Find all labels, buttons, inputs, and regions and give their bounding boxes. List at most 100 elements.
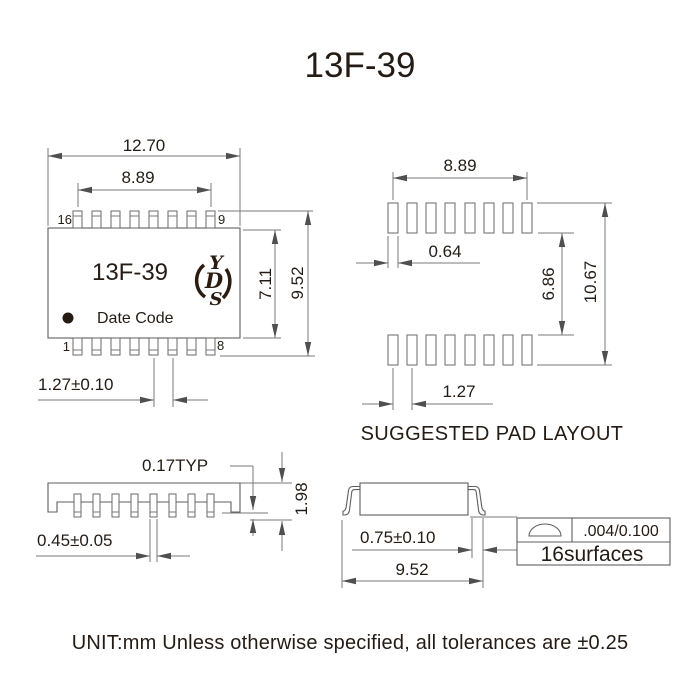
gull-wing-lead-left: [342, 485, 361, 516]
dim-body-height: 7.11: [243, 229, 281, 339]
front-body-outline: [47, 482, 241, 513]
top-pin-row: [72, 210, 216, 229]
gull-wing-lead-right: [467, 485, 486, 516]
pad: [387, 202, 399, 234]
pad: [502, 202, 514, 234]
leg: [111, 493, 120, 518]
pad: [444, 202, 456, 234]
svg-text:12.70: 12.70: [123, 136, 166, 155]
svg-text:S: S: [210, 289, 223, 310]
svg-text:9.52: 9.52: [288, 266, 307, 299]
pin: [167, 210, 178, 229]
pad: [521, 334, 533, 366]
pin: [72, 210, 83, 229]
svg-text:Y: Y: [209, 252, 225, 274]
pad: [502, 334, 514, 366]
svg-text:0.45±0.05: 0.45±0.05: [37, 531, 113, 550]
svg-text:8.89: 8.89: [121, 168, 154, 187]
pad: [444, 334, 456, 366]
leg: [149, 493, 158, 518]
pin: [129, 337, 140, 356]
package-body: [47, 227, 241, 339]
pin: [72, 337, 83, 356]
bottom-pin-row: [72, 337, 216, 356]
part-number-marking: 13F-39: [92, 259, 168, 286]
pin-label-16: 16: [58, 212, 72, 227]
side-body: [359, 482, 469, 516]
dim-lead-width: 0.45±0.05: [36, 519, 190, 562]
dim-pad-overall-height: 10.67: [537, 202, 612, 366]
dim-pad-inner-gap: 6.86: [538, 232, 574, 336]
pin: [186, 337, 197, 356]
date-code-label: Date Code: [97, 310, 174, 327]
pin: [110, 210, 121, 229]
top-pad-row: [387, 202, 533, 234]
surface-profile-icon: [528, 523, 562, 537]
pin-label-1: 1: [63, 339, 70, 354]
footer-note: UNIT:mm Unless otherwise specified, all …: [72, 632, 629, 654]
svg-text:6.86: 6.86: [539, 267, 558, 300]
svg-text:1.27: 1.27: [442, 382, 475, 401]
pad: [483, 202, 495, 234]
pin-label-9: 9: [218, 212, 225, 227]
yds-logo-icon: Y D S: [194, 252, 232, 310]
flatness-surfaces-value: 16surfaces: [541, 543, 644, 566]
leg: [187, 493, 196, 518]
leg: [73, 493, 82, 518]
svg-text:0.64: 0.64: [428, 242, 461, 261]
front-leg-row: [73, 493, 215, 518]
flatness-callout: .004/0.100 16surfaces: [516, 517, 671, 566]
pin: [110, 337, 121, 356]
pad: [464, 202, 476, 234]
top-view: 16 9 1 8 13F-39 Date Code Y D S 12.70 8.…: [38, 136, 315, 407]
dim-side-lead-span: 9.52: [342, 560, 483, 585]
flatness-tolerance-value: .004/0.100: [583, 523, 659, 540]
pad: [521, 202, 533, 234]
pad: [387, 334, 399, 366]
dim-lead-thickness: 0.17TYP: [142, 456, 268, 536]
pad-layout-view: 8.89 0.64 6.86 10.67 1.27 SUGGESTED: [356, 156, 623, 445]
svg-text:1.98: 1.98: [292, 482, 311, 515]
bottom-pad-row: [387, 334, 533, 366]
svg-text:9.52: 9.52: [395, 560, 428, 579]
pin-label-8: 8: [217, 338, 224, 353]
svg-text:7.11: 7.11: [256, 268, 275, 300]
drawing-title: 13F-39: [305, 46, 416, 85]
dim-foot-length: 0.75±0.10: [341, 518, 517, 588]
pad-layout-caption: SUGGESTED PAD LAYOUT: [361, 423, 624, 445]
pin: [186, 210, 197, 229]
leg: [168, 493, 177, 518]
pin: [148, 337, 159, 356]
pin: [91, 210, 102, 229]
dim-overall-height: 9.52: [218, 210, 315, 357]
pad: [406, 202, 418, 234]
svg-text:0.17TYP: 0.17TYP: [142, 456, 208, 475]
pad: [406, 334, 418, 366]
leg: [206, 493, 215, 518]
pad: [483, 334, 495, 366]
pin: [205, 337, 216, 356]
pad: [425, 202, 437, 234]
pad: [425, 334, 437, 366]
pin1-dot: [62, 312, 74, 324]
pin: [129, 210, 140, 229]
svg-text:0.75±0.10: 0.75±0.10: [360, 528, 436, 547]
front-view: 0.17TYP 1.98 0.45±0.05: [36, 452, 311, 562]
pin: [91, 337, 102, 356]
dim-overall-width: 12.70: [47, 136, 241, 226]
dim-front-height: 1.98: [240, 452, 311, 551]
side-view: 0.75±0.10 9.52 .004/0.100 16surfaces: [341, 482, 671, 588]
dim-lead-pitch: 1.27±0.10: [38, 358, 208, 407]
svg-text:1.27±0.10: 1.27±0.10: [38, 375, 114, 394]
pad: [464, 334, 476, 366]
dim-pad-row-span: 8.89: [392, 156, 528, 200]
dim-pad-width: 0.64: [356, 236, 480, 268]
pin: [167, 337, 178, 356]
dim-pad-pitch: 1.27: [362, 368, 493, 410]
svg-text:8.89: 8.89: [443, 156, 476, 175]
pin: [205, 210, 216, 229]
svg-text:D: D: [204, 268, 224, 293]
leg: [130, 493, 139, 518]
